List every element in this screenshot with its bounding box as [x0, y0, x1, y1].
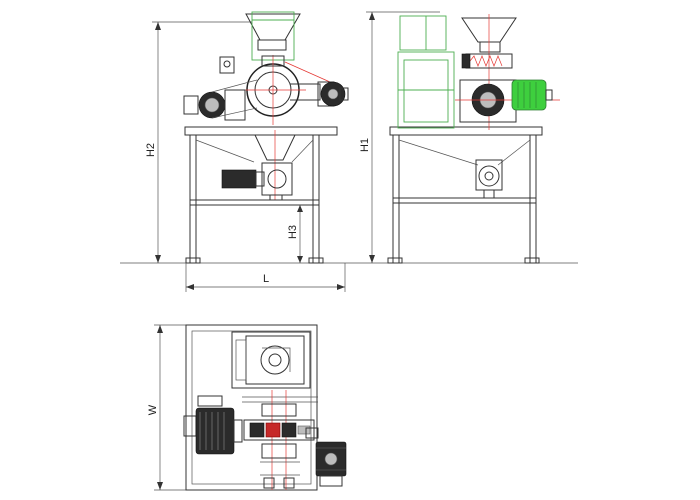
front-right-motor	[317, 81, 349, 107]
side-screw-feeder	[461, 53, 513, 69]
h3-label: H3	[287, 225, 299, 239]
top-left-motor	[183, 395, 243, 455]
top-right-motor	[305, 427, 347, 487]
top-mill-assembly	[242, 390, 318, 490]
h1-label: H1	[359, 138, 371, 152]
front-left-motor	[183, 79, 258, 121]
h2-arrow-top	[155, 22, 161, 30]
front-cyclone-cone	[254, 134, 296, 161]
h2-label: H2	[145, 143, 157, 157]
front-discharge-motor	[221, 162, 293, 201]
h2-arrow-bottom	[155, 255, 161, 263]
front-bracket	[219, 56, 235, 74]
side-discharge-unit	[475, 159, 503, 199]
top-base-plate	[185, 324, 318, 491]
l-label: L	[263, 273, 269, 285]
top-view: W	[147, 324, 347, 491]
front-hopper	[245, 13, 301, 41]
side-green-motor	[511, 79, 553, 111]
side-table-top	[389, 126, 543, 136]
front-table-top	[184, 126, 338, 136]
front-view: H2	[145, 11, 349, 292]
side-view: H1	[359, 11, 560, 264]
w-label: W	[147, 404, 159, 415]
top-cyclone-housing	[231, 331, 311, 389]
side-green-enclosure	[397, 15, 455, 129]
